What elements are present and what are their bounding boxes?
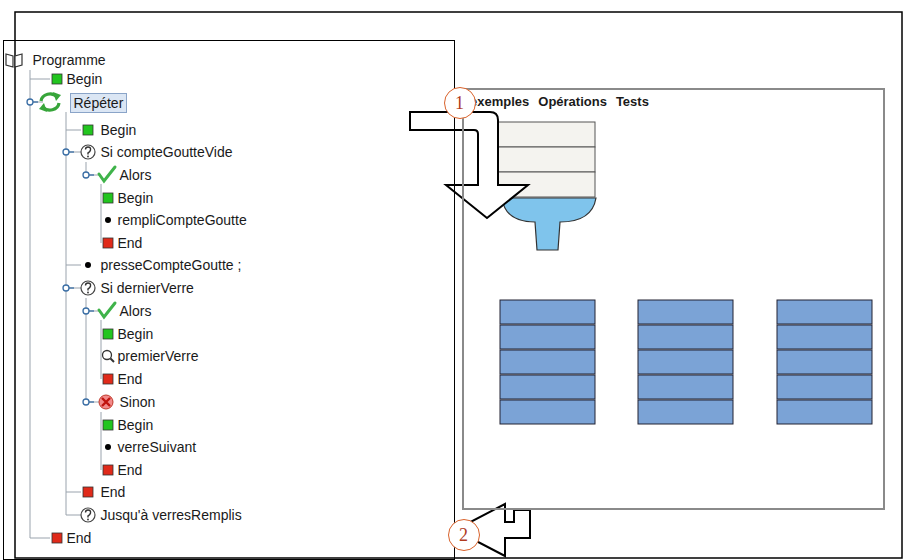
tree-label: Alors [120, 302, 152, 320]
app-window: exemples Opérations Tests [462, 88, 885, 510]
tree-label: presseCompteGoutte ; [101, 256, 242, 274]
tree-label: Sinon [120, 393, 156, 411]
tree-label: End [101, 483, 126, 501]
tree-label: Begin [118, 189, 154, 207]
tree-icon [99, 167, 115, 181]
tree-label: Jusqu'à verresRemplis [101, 506, 242, 524]
callout-circle: 2 [448, 519, 480, 551]
callout-number: 2 [459, 525, 468, 545]
tree-icon [83, 125, 93, 135]
tree-label: Programme [33, 51, 106, 69]
tree-icon [103, 374, 113, 384]
tree-label: Si dernierVerre [101, 279, 194, 297]
tree-icon [52, 74, 62, 84]
tree-icon [52, 533, 62, 543]
tree-label: Begin [118, 416, 154, 434]
tree-icon [103, 420, 113, 430]
menu-item: exemples [470, 94, 529, 110]
tree-icon [85, 262, 91, 268]
tree-label: verreSuivant [118, 438, 197, 456]
tree-icon [83, 487, 93, 497]
tree-lines [3, 40, 455, 560]
tree-icon [81, 508, 95, 522]
callout-number: 1 [455, 93, 464, 113]
tree-icon [6, 54, 22, 67]
tree-icon [81, 145, 95, 159]
tree-icon [103, 193, 113, 203]
tree-icon [105, 217, 111, 223]
tree-label: Si compteGoutteVide [101, 143, 233, 161]
tree-icon [103, 329, 113, 339]
tree-label: End [118, 234, 143, 252]
tree-label: rempliCompteGoutte [118, 211, 247, 229]
tree-label: Begin [67, 70, 103, 88]
tree-label: Begin [101, 121, 137, 139]
outer-frame [15, 12, 902, 558]
menu-item: Opérations [538, 94, 607, 110]
callout-circle: 1 [444, 87, 476, 119]
tree-icon [103, 465, 113, 475]
tree-label: premierVerre [118, 347, 199, 365]
tree-icon [81, 281, 95, 295]
tree-label: Begin [118, 325, 154, 343]
tree-icon [102, 350, 114, 362]
tree-label: End [118, 370, 143, 388]
tree-label: Répéter [70, 93, 128, 113]
tree-label: Alors [120, 166, 152, 184]
tree-label: End [67, 529, 92, 547]
tree-icon [99, 303, 115, 317]
menu-item: Tests [616, 94, 649, 110]
tree-panel: ProgrammeBeginRépéterBeginSi compteGoutt… [3, 40, 455, 560]
glasses [500, 300, 872, 424]
tree-icon [105, 444, 111, 450]
tree-icon [39, 92, 61, 112]
tree-icon [103, 238, 113, 248]
tree-label: End [118, 461, 143, 479]
tree-icon [99, 395, 113, 409]
block-arrow [410, 112, 528, 218]
